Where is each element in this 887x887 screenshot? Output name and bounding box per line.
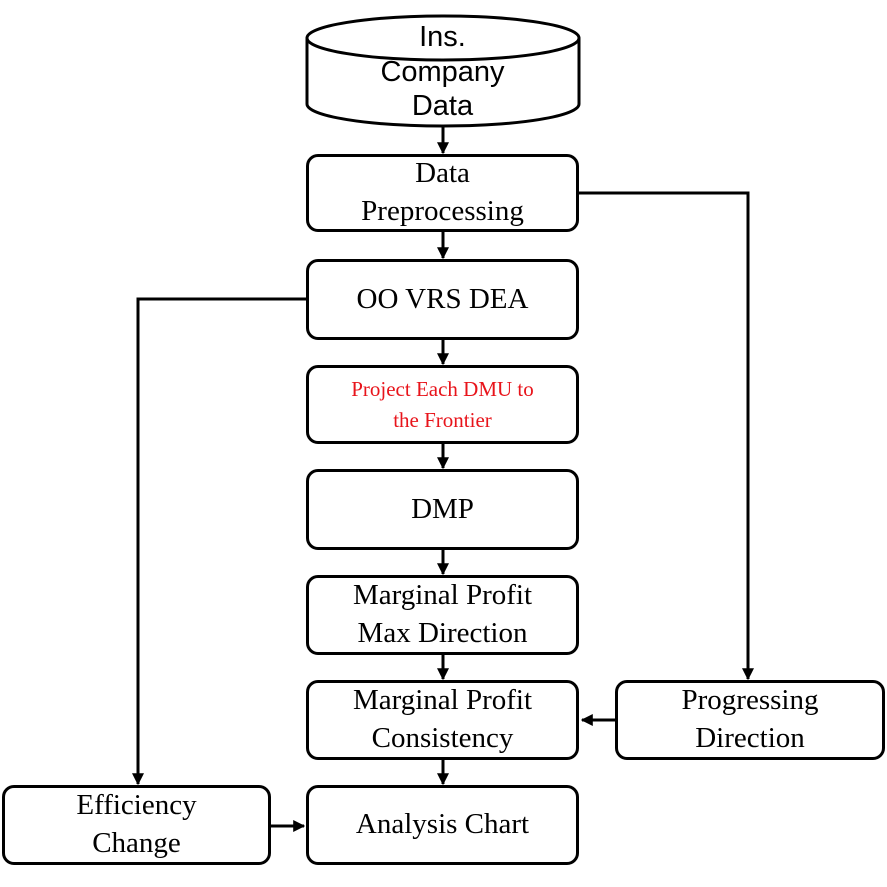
node-marginal-profit-consistency: Marginal Profit Consistency — [306, 680, 579, 760]
node-label-line: Max Direction — [357, 617, 528, 649]
node-label-line: Marginal Profit — [352, 684, 533, 717]
node-label-line: Direction — [695, 722, 805, 754]
node-marginal-profit-max-direction: Marginal Profit Max Direction — [306, 575, 579, 655]
node-efficiency-change: Efficiency Change — [2, 785, 271, 865]
node-label-line: Company — [380, 55, 505, 88]
node-analysis-chart: Analysis Chart — [306, 785, 579, 865]
node-dmp: DMP — [306, 469, 579, 550]
node-label-line: Consistency — [371, 722, 514, 754]
node-label-line: Change — [92, 827, 181, 859]
node-label-line: the Frontier — [393, 407, 492, 432]
node-data-preprocessing: Data Preprocessing — [306, 154, 579, 232]
node-progressing-direction: Progressing Direction — [615, 680, 885, 760]
database-cylinder-icon — [305, 14, 581, 128]
node-label-line: Data — [415, 157, 470, 190]
node-label-line: Progressing — [681, 684, 819, 717]
node-label-line: Project Each DMU to — [351, 377, 534, 402]
node-label-line: OO VRS DEA — [356, 282, 529, 315]
node-label-line: Data — [411, 90, 474, 123]
node-project-each-dmu: Project Each DMU to the Frontier — [306, 365, 579, 444]
node-label-line: Analysis Chart — [355, 808, 530, 841]
node-label-line: Preprocessing — [361, 195, 524, 227]
arrow-dea-to-efficiency — [132, 297, 307, 786]
node-oo-vrs-dea: OO VRS DEA — [306, 259, 579, 340]
node-label-line: Marginal Profit — [352, 579, 533, 612]
node-ins-company-data: Ins. Company Data — [306, 16, 579, 128]
arrow-preprocessing-to-progressing — [579, 191, 754, 681]
node-label-line: Efficiency — [76, 789, 197, 822]
node-label-line: Ins. — [419, 20, 466, 53]
node-label-line: DMP — [411, 492, 474, 525]
